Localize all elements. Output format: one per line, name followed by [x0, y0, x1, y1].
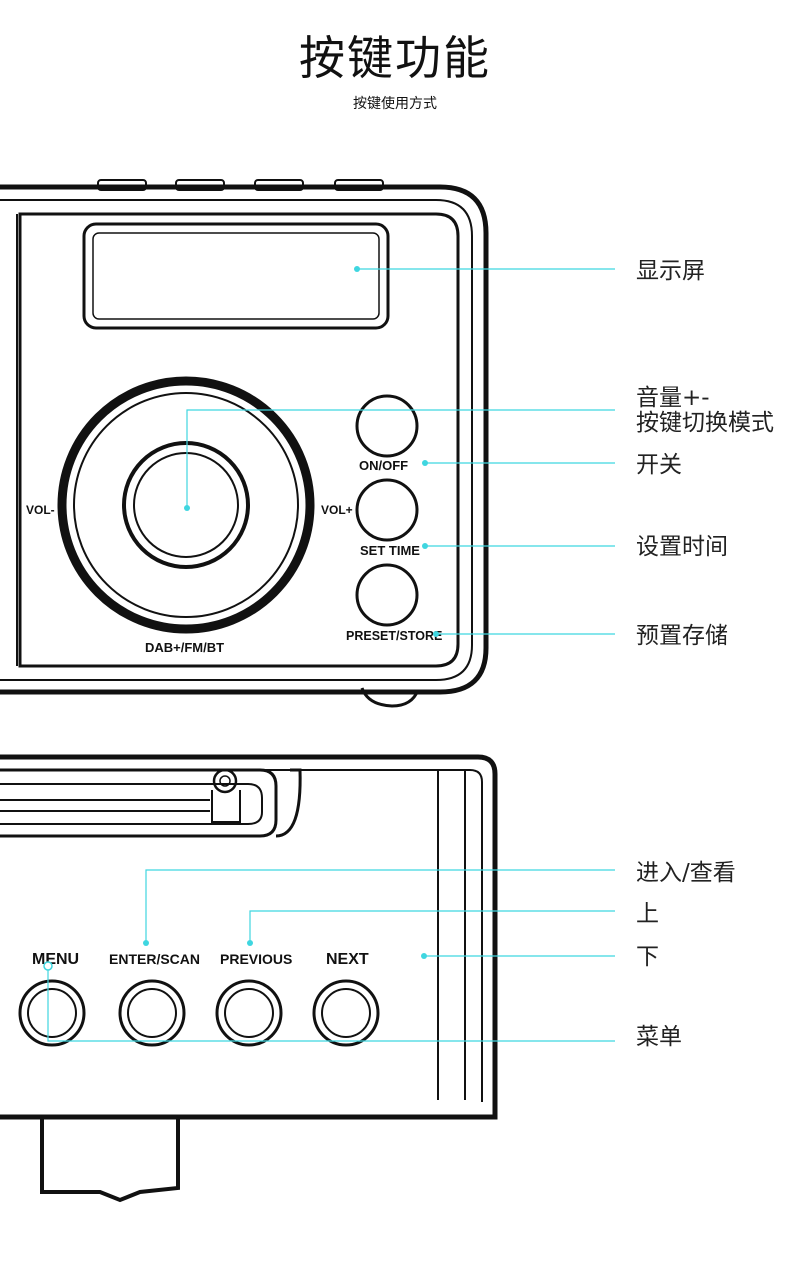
top-stand [40, 1117, 180, 1203]
enter-scan-button[interactable] [118, 979, 186, 1047]
callout-menu: 菜单 [636, 1024, 682, 1050]
on-off-button[interactable] [355, 394, 419, 458]
callout-mode: 按键切换模式 [636, 410, 774, 436]
vol-plus-label: VOL+ [321, 503, 353, 517]
dial-knob[interactable] [57, 376, 315, 634]
radio-face [0, 199, 473, 681]
menu-label: MENU [32, 951, 79, 968]
enter-scan-label: ENTER/SCAN [109, 951, 200, 967]
mode-label: DAB+/FM/BT [145, 640, 224, 655]
menu-button[interactable] [18, 979, 86, 1047]
previous-label: PREVIOUS [220, 951, 292, 967]
on-off-label: ON/OFF [359, 458, 408, 473]
callout-set-time: 设置时间 [636, 534, 728, 560]
preset-store-label: PRESET/STORE [346, 629, 442, 643]
radio-top-view [0, 754, 498, 1203]
set-time-button[interactable] [355, 478, 419, 542]
leader-lines [43, 266, 615, 1042]
radio-body-outline [0, 184, 489, 695]
callout-down: 下 [636, 944, 659, 970]
display-screen [82, 222, 390, 330]
page-subtitle: 按键使用方式 [353, 96, 437, 112]
callout-up: 上 [636, 901, 659, 927]
callout-preset: 预置存储 [636, 623, 728, 649]
antenna-pivot [212, 768, 238, 794]
page-title: 按键功能 [299, 31, 491, 85]
top-body-outline [0, 754, 498, 1120]
radio-foot [360, 687, 420, 708]
set-time-label: SET TIME [360, 543, 420, 558]
vol-minus-label: VOL- [26, 503, 55, 517]
next-button[interactable] [312, 979, 380, 1047]
callout-display: 显示屏 [636, 258, 705, 284]
callout-enter: 进入/查看 [636, 860, 736, 886]
handle-recess [0, 768, 278, 838]
previous-button[interactable] [215, 979, 283, 1047]
radio-front-view [0, 179, 489, 708]
preset-store-button[interactable] [355, 563, 419, 627]
next-label: NEXT [326, 951, 369, 968]
callout-power: 开关 [636, 452, 682, 478]
callout-volume: 音量+- [636, 385, 710, 411]
